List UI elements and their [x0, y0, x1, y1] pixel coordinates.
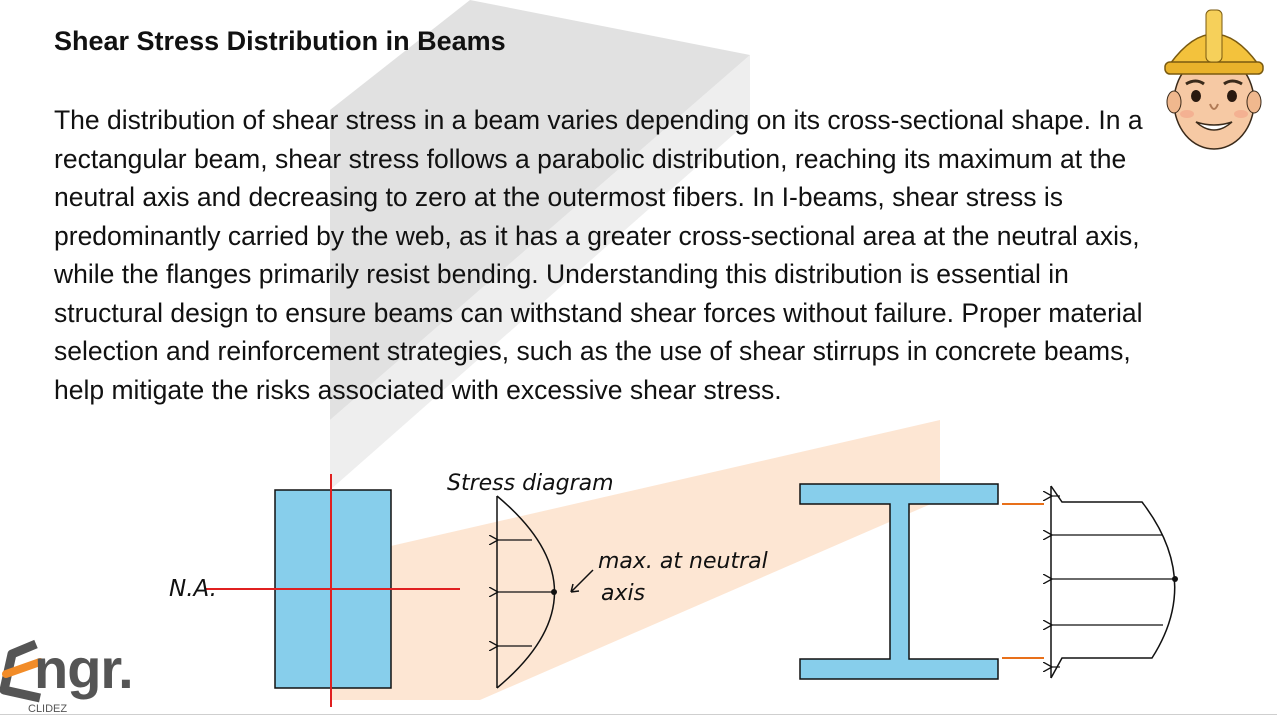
- max-pointer-arrow: [570, 569, 594, 593]
- i-beam-section: [799, 483, 1044, 680]
- max-label-line2: axis: [601, 581, 645, 606]
- slide-title: Shear Stress Distribution in Beams: [54, 26, 506, 56]
- max-label-line1: max. at neutral: [598, 549, 768, 574]
- engineer-mascot-icon: [1164, 9, 1264, 150]
- stress-diagram-label: Stress diagram: [447, 471, 614, 496]
- slide-bottom-border: [0, 714, 1277, 715]
- i-beam-stress-diagram: [1051, 485, 1178, 679]
- logo-sub-text: CLIDEZ: [28, 703, 68, 715]
- neutral-axis-label: N.A.: [169, 576, 217, 602]
- parabolic-stress-diagram: [497, 495, 557, 689]
- engr-logo: ngr. CLIDEZ: [0, 630, 170, 717]
- rectangular-section: [205, 474, 460, 707]
- slide-paragraph: The distribution of shear stress in a be…: [54, 105, 1143, 405]
- engr-logo-e-mark-icon: [0, 639, 44, 703]
- logo-main-text: ngr.: [34, 637, 134, 700]
